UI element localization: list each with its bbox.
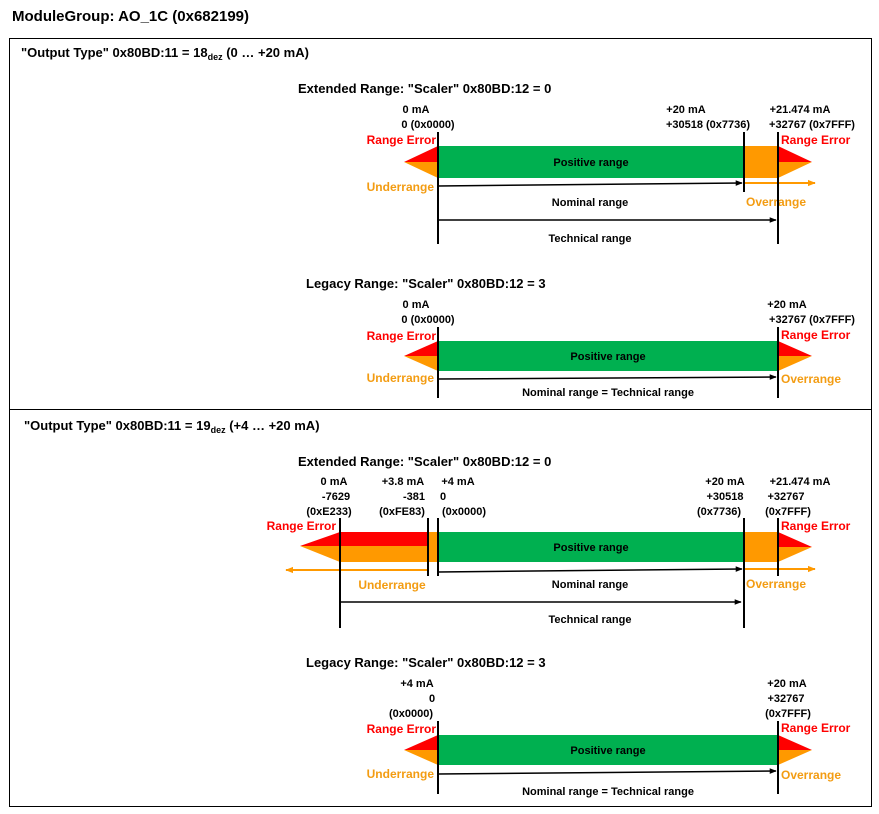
positive-range-label: Positive range — [553, 157, 628, 169]
overrange-right — [778, 547, 812, 562]
section-box-output-type-19 — [9, 409, 872, 807]
positive-range-bar — [438, 146, 744, 178]
overrange-label: Overrange — [746, 195, 806, 209]
label-twenty-hex: (0x7736) — [697, 506, 741, 518]
range-title: Legacy Range: "Scaler" 0x80BD:12 = 3 — [306, 276, 546, 291]
range-title: Extended Range: "Scaler" 0x80BD:12 = 0 — [298, 81, 551, 96]
range-title: Legacy Range: "Scaler" 0x80BD:12 = 3 — [306, 655, 546, 670]
range-error-label-right: Range Error — [781, 328, 851, 342]
label-zero-ma: 0 mA — [403, 104, 430, 116]
nominal-range-label: Nominal range = Technical range — [522, 786, 694, 798]
label-twenty-ma: +20 mA — [666, 104, 705, 116]
range-error-label-right: Range Error — [781, 133, 851, 147]
overrange-bar — [744, 532, 778, 562]
label-three-eight-value: -381 — [403, 491, 425, 503]
label-zero-ma: 0 mA — [403, 299, 430, 311]
underrange-left — [404, 750, 438, 765]
range-error-label-right: Range Error — [781, 519, 851, 533]
label-zero-value: 0 (0x0000) — [401, 314, 455, 326]
range-title: Extended Range: "Scaler" 0x80BD:12 = 0 — [298, 454, 551, 469]
underrange-label: Underrange — [367, 180, 435, 194]
range-error-left — [404, 341, 438, 356]
underrange-left — [404, 162, 438, 178]
page-title: ModuleGroup: AO_1C (0x682199) — [12, 8, 250, 25]
underrange-label: Underrange — [367, 767, 435, 781]
underrange-left — [404, 356, 438, 371]
range-error-label-right: Range Error — [781, 721, 851, 735]
label-three-eight-ma: +3.8 mA — [382, 476, 425, 488]
technical-range-label: Technical range — [549, 614, 632, 626]
underrange-label: Underrange — [358, 578, 426, 592]
label-three-eight-hex: (0xFE83) — [379, 506, 425, 518]
overrange-right — [778, 356, 812, 371]
label-four-value: 0 — [429, 693, 435, 705]
label-max-value: +32767 (0x7FFF) — [769, 119, 855, 131]
label-max-value: +32767 — [767, 693, 804, 705]
positive-range-bar — [438, 735, 778, 765]
overrange-right — [778, 750, 812, 765]
label-max-value: +32767 — [767, 491, 804, 503]
nominal-range-label: Nominal range — [552, 197, 628, 209]
label-twenty-value: +30518 (0x7736) — [666, 119, 750, 131]
positive-range-label: Positive range — [553, 542, 628, 554]
label-max-ma: +21.474 mA — [770, 476, 831, 488]
label-four-hex: (0x0000) — [442, 506, 486, 518]
positive-range-bar — [438, 532, 744, 562]
label-max-hex: (0x7FFF) — [765, 506, 811, 518]
label-max-ma: +20 mA — [767, 678, 806, 690]
technical-range-label: Technical range — [549, 233, 632, 245]
section-heading: "Output Type" 0x80BD:11 = 18dez (0 … +20… — [21, 45, 309, 62]
overrange-label: Overrange — [746, 577, 806, 591]
range-error-right — [778, 532, 812, 547]
range-error-label-left: Range Error — [367, 329, 437, 343]
label-max-ma: +20 mA — [767, 299, 806, 311]
nominal-range-label: Nominal range = Technical range — [522, 387, 694, 399]
range-error-left — [300, 532, 428, 546]
label-four-ma: +4 mA — [400, 678, 433, 690]
positive-range-label: Positive range — [570, 351, 645, 363]
label-twenty-value: +30518 — [706, 491, 743, 503]
label-four-ma: +4 mA — [441, 476, 474, 488]
label-four-value: 0 — [440, 491, 446, 503]
label-max-hex: (0x7FFF) — [765, 708, 811, 720]
nominal-range-arrow — [437, 374, 777, 380]
nominal-range-arrow — [437, 768, 777, 775]
nominal-range-label: Nominal range — [552, 579, 628, 591]
overrange-right — [778, 162, 812, 178]
label-zero-value: -7629 — [322, 491, 350, 503]
range-error-label-left: Range Error — [367, 722, 437, 736]
label-four-hex: (0x0000) — [389, 708, 433, 720]
underrange-gap — [428, 532, 438, 562]
positive-range-bar — [438, 341, 778, 371]
underrange-label: Underrange — [367, 371, 435, 385]
range-error-right — [778, 146, 812, 162]
range-error-right — [778, 341, 812, 356]
overrange-bar — [744, 146, 778, 178]
nominal-range-arrow — [437, 180, 743, 187]
label-max-ma: +21.474 mA — [770, 104, 831, 116]
range-error-left — [404, 146, 438, 162]
overrange-label: Overrange — [781, 768, 841, 782]
label-zero-ma: 0 mA — [321, 476, 348, 488]
section-heading: "Output Type" 0x80BD:11 = 19dez (+4 … +2… — [24, 418, 320, 435]
overrange-label: Overrange — [781, 372, 841, 386]
range-error-right — [778, 735, 812, 750]
positive-range-label: Positive range — [570, 745, 645, 757]
label-zero-hex: (0xE233) — [306, 506, 352, 518]
range-error-left — [404, 735, 438, 750]
underrange-left — [300, 546, 428, 562]
range-error-label-left: Range Error — [267, 519, 337, 533]
label-zero-value: 0 (0x0000) — [401, 119, 455, 131]
range-error-label-left: Range Error — [367, 133, 437, 147]
label-max-value: +32767 (0x7FFF) — [769, 314, 855, 326]
label-twenty-ma: +20 mA — [705, 476, 744, 488]
nominal-range-arrow — [437, 566, 743, 573]
